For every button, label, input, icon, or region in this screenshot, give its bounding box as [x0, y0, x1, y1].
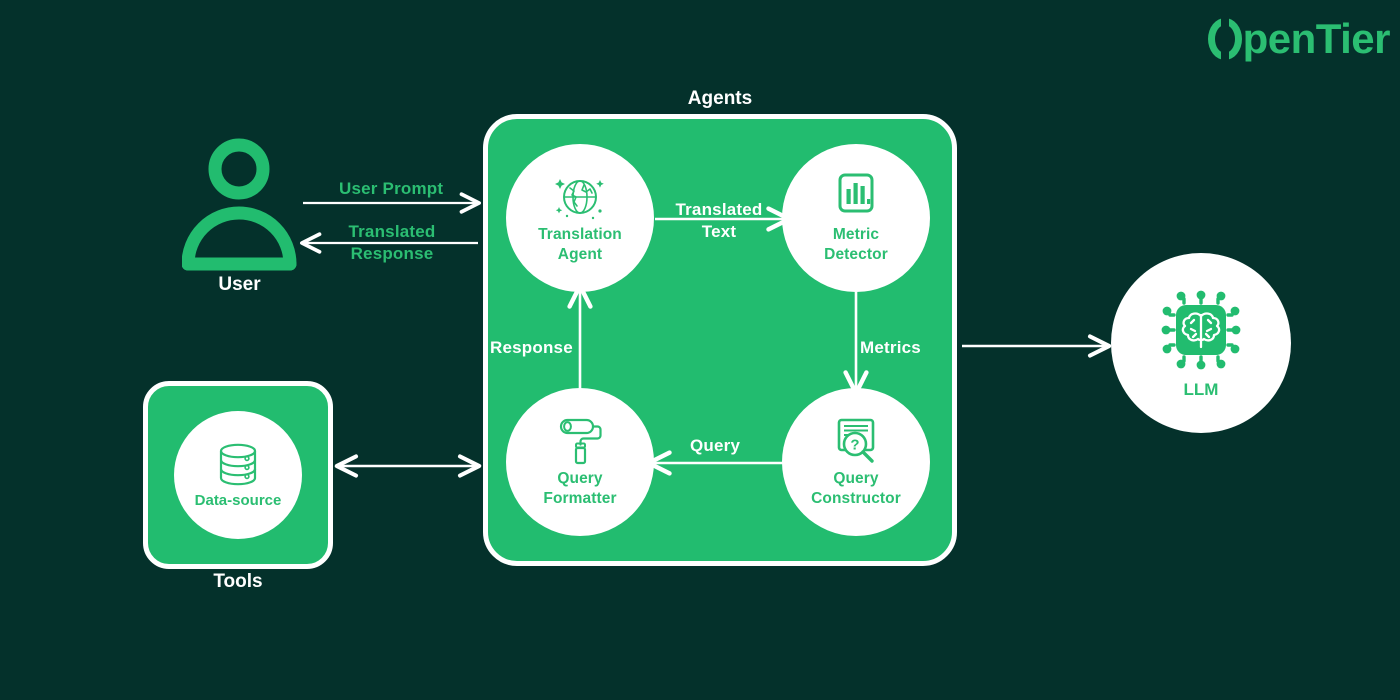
node-label-line1: Query — [833, 470, 879, 488]
document-search-icon: ? — [837, 418, 875, 463]
edge-label-query: Query — [690, 436, 741, 455]
node-label-line1: Query — [557, 470, 603, 488]
agent-node-query-constructor[interactable]: ? Query Constructor — [782, 388, 930, 536]
logo-wordmark: penTier — [1207, 15, 1391, 62]
llm-label: LLM — [1183, 379, 1219, 399]
database-icon — [219, 443, 257, 485]
user-icon — [181, 136, 297, 271]
edge-label-line1: Translated — [348, 222, 436, 241]
agents-title: Agents — [687, 88, 753, 109]
node-label-line1: Metric — [832, 226, 880, 244]
edge-label-metrics: Metrics — [860, 338, 921, 357]
node-label-line2: Agent — [557, 246, 603, 263]
data-source-node[interactable]: Data-source — [174, 411, 302, 539]
user-title: User — [218, 274, 261, 295]
node-label-line2: Constructor — [811, 490, 901, 507]
data-source-label: Data-source — [194, 491, 282, 509]
ai-chip-brain-icon — [1161, 290, 1241, 369]
agent-node-metric-detector-label: Metric Detector — [824, 225, 888, 265]
edge-label-user-prompt: User Prompt — [339, 179, 444, 198]
tools-title: Tools — [213, 571, 263, 592]
edge-label-translated-response: Translated Response — [333, 221, 451, 265]
agent-node-query-constructor-label: Query Constructor — [811, 469, 901, 509]
edge-label-response: Response — [490, 338, 573, 357]
agent-node-translation-label: Translation Agent — [538, 225, 622, 265]
logo-o-glyph-icon — [1207, 16, 1242, 62]
user-glyph-icon — [181, 138, 297, 271]
opentier-logo: penTier — [1160, 14, 1391, 64]
bar-chart-icon — [838, 173, 874, 213]
paint-roller-icon — [559, 419, 602, 465]
node-label-line1: Translation — [538, 226, 622, 244]
node-label-line2: Formatter — [543, 490, 617, 507]
edge-label-translated-text: Translated Text — [664, 199, 774, 243]
edge-label-line1: Translated — [675, 200, 763, 219]
globe-sparkle-icon — [555, 179, 604, 220]
logo-text-rest: penTier — [1242, 15, 1391, 62]
agent-node-metric-detector[interactable]: Metric Detector — [782, 144, 930, 292]
agent-node-query-formatter-label: Query Formatter — [543, 469, 616, 509]
llm-node[interactable]: LLM — [1111, 253, 1291, 433]
edge-label-line2: Response — [350, 244, 434, 264]
svg-text:?: ? — [850, 437, 859, 454]
agent-node-query-formatter[interactable]: Query Formatter — [506, 388, 654, 536]
node-label-line2: Detector — [824, 246, 888, 263]
edge-label-line2: Text — [701, 222, 737, 242]
agent-node-translation[interactable]: Translation Agent — [506, 144, 654, 292]
